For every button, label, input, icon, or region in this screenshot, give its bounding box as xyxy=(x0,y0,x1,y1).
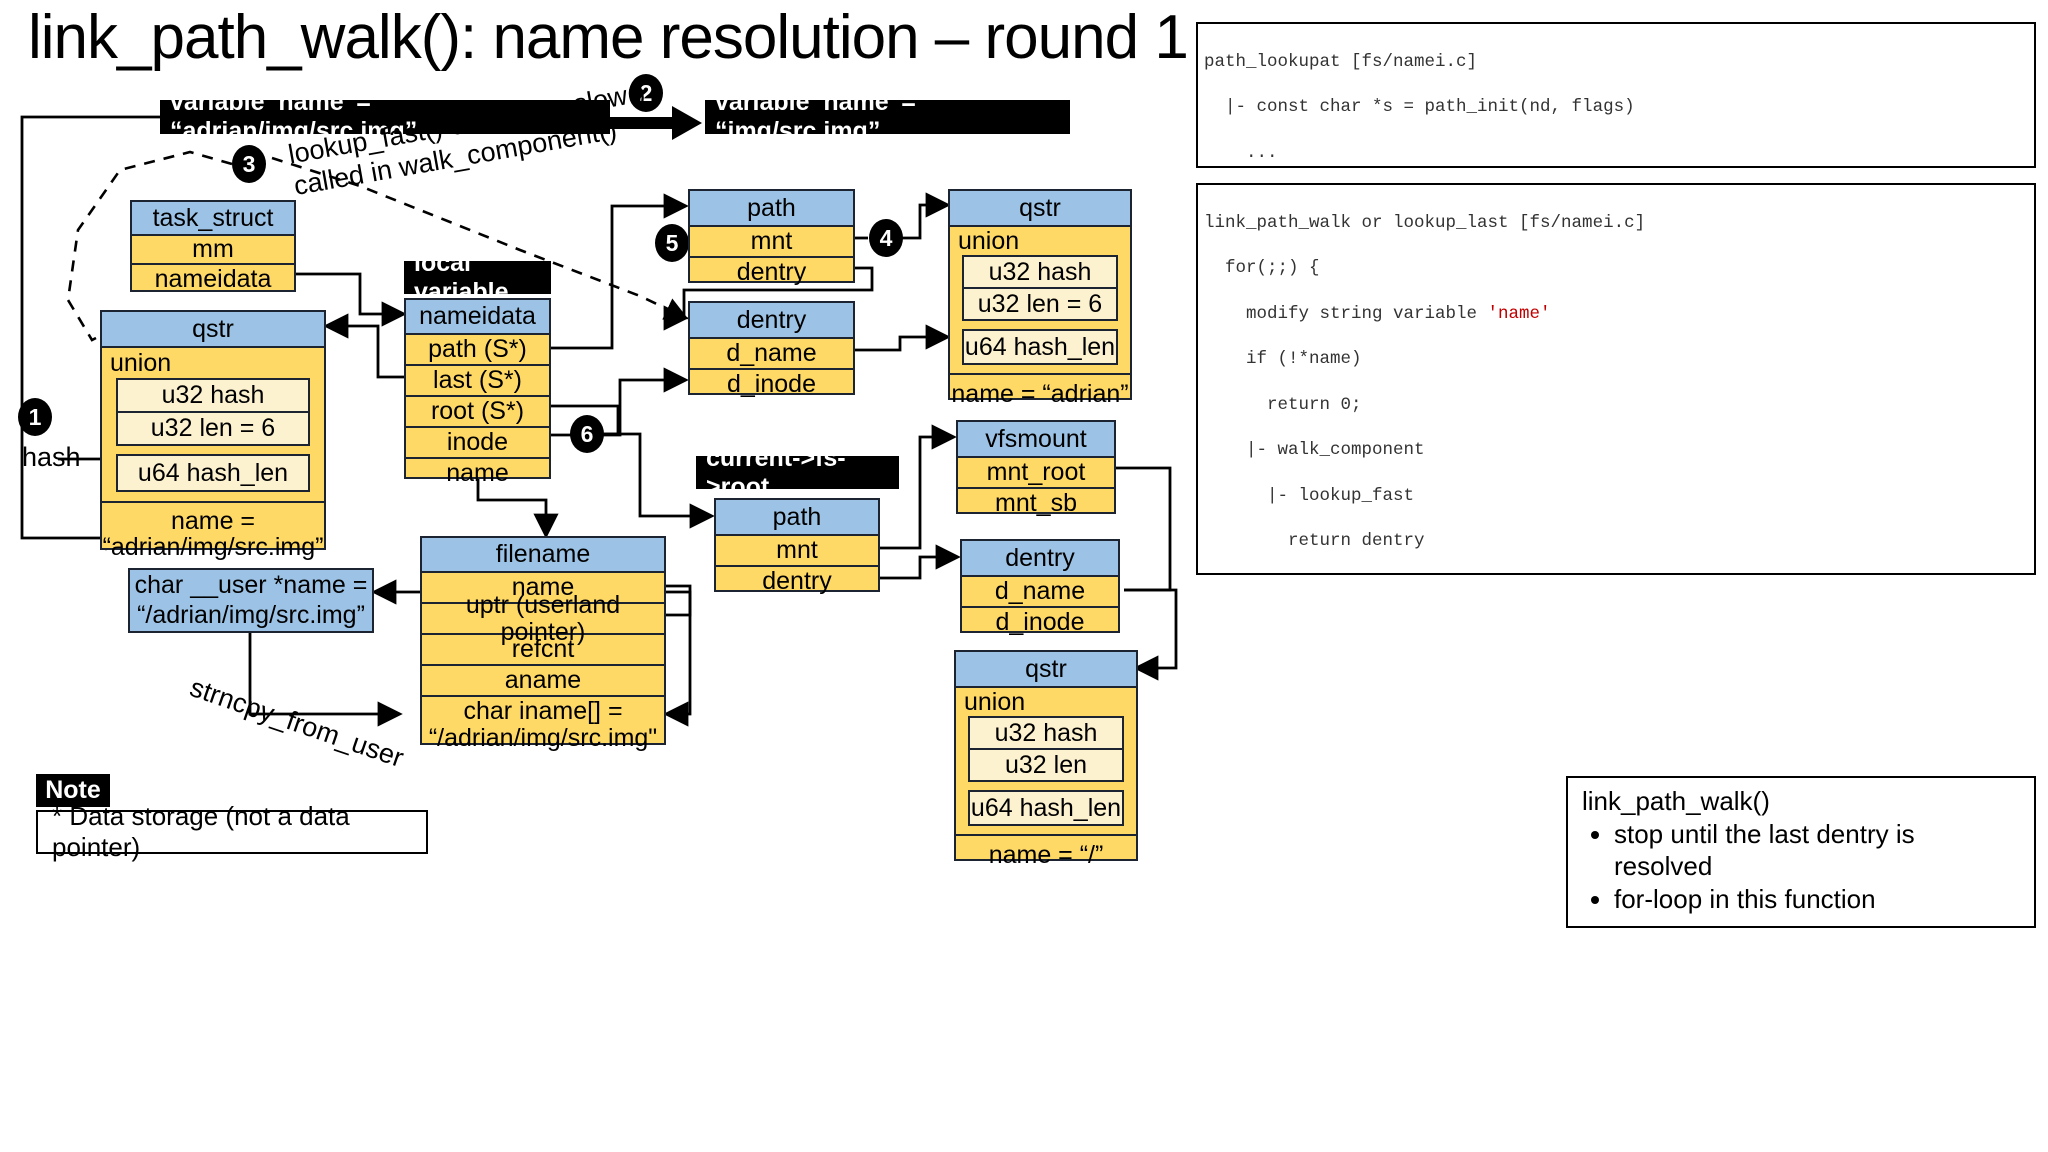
qstr-adrian-u32-hash: u32 hash xyxy=(962,255,1118,289)
dentry-top-row-dinode: d_inode xyxy=(727,369,816,398)
summary-box: link_path_walk() stop until the last den… xyxy=(1566,776,2036,928)
summary-heading: link_path_walk() xyxy=(1582,786,1770,816)
path-top-row-dentry: dentry xyxy=(736,257,807,286)
struct-qstr-root: qstr union u32 hash u32 len u64 hash_len… xyxy=(954,650,1138,869)
code1-line1: path_lookupat [fs/namei.c] xyxy=(1204,51,1478,72)
qstr-adrian-name: name = “adrian” xyxy=(950,373,1130,414)
struct-nameidata: nameidata path (S*) last (S*) root (S*) … xyxy=(404,298,551,487)
qstr-root-title: qstr xyxy=(956,652,1136,688)
code2-line4: if (!*name) xyxy=(1204,349,1362,370)
struct-qstr-adrian: qstr union u32 hash u32 len = 6 u64 hash… xyxy=(948,189,1132,408)
qstr-left-u64-hash-len: u64 hash_len xyxy=(116,454,310,492)
filename-row-name: name xyxy=(422,573,664,604)
struct-vfsmount: vfsmount mnt_root mnt_sb xyxy=(956,420,1116,517)
struct-filename: filename name uptr (userland pointer) re… xyxy=(420,536,666,751)
code2-line5: return 0; xyxy=(1204,394,1362,415)
path-root-row-dentry: dentry xyxy=(762,566,832,595)
filename-row-uptr: uptr (userland pointer) xyxy=(422,592,664,645)
qstr-left-title: qstr xyxy=(102,312,324,348)
filename-row-iname: char iname[] = “/adrian/img/src.img" xyxy=(428,697,658,752)
qstr-adrian-title: qstr xyxy=(950,191,1130,227)
step-4-marker: 4 xyxy=(869,219,903,257)
code-block-link-path-walk: link_path_walk or lookup_last [fs/namei.… xyxy=(1196,183,2036,575)
nameidata-row-root: root (S*) xyxy=(406,397,549,428)
note-text: * Data storage (not a data pointer) xyxy=(36,801,428,862)
qstr-root-u64-hash-len: u64 hash_len xyxy=(968,790,1124,826)
banner-name-after: variable ‘name’ = “img/src.img” xyxy=(705,88,1070,145)
qstr-left-name: name = “adrian/img/src.img” xyxy=(102,501,324,565)
filename-row-aname: aname xyxy=(422,666,664,697)
filename-title: filename xyxy=(422,538,664,573)
banner-current-fs-root: current->fs->root xyxy=(696,444,899,501)
vfsmount-row-mnt-root: mnt_root xyxy=(958,458,1114,489)
step-5-marker: 5 xyxy=(655,224,689,262)
code2-line8: return dentry xyxy=(1204,531,1425,552)
qstr-adrian-u32-len: u32 len = 6 xyxy=(962,289,1118,321)
dentry-top-title: dentry xyxy=(690,303,853,339)
struct-dentry-top: dentry d_name d_inode xyxy=(688,301,855,398)
vfsmount-title: vfsmount xyxy=(958,422,1114,458)
step-3-marker: 3 xyxy=(232,145,266,183)
struct-path-top: path mnt dentry xyxy=(688,189,855,286)
qstr-root-name: name = “/” xyxy=(956,834,1136,875)
nameidata-row-last: last (S*) xyxy=(406,366,549,397)
qstr-adrian-u64-hash-len: u64 hash_len xyxy=(962,329,1118,365)
struct-qstr-left: qstr union u32 hash u32 len = 6 u64 hash… xyxy=(100,310,326,560)
task-struct-row-mm: mm xyxy=(132,236,294,265)
task-struct-title: task_struct xyxy=(132,202,294,236)
dentry-root-row-dinode: d_inode xyxy=(995,607,1085,636)
code2-line3-prefix: modify string variable xyxy=(1204,303,1488,324)
filename-row-refcnt: refcnt xyxy=(422,635,664,666)
path-top-row-mnt: mnt xyxy=(690,227,853,258)
nameidata-row-path: path (S*) xyxy=(406,335,549,366)
code2-line7: |- lookup_fast xyxy=(1204,485,1415,506)
nameidata-row-inode: inode xyxy=(406,428,549,459)
vfsmount-row-mnt-sb: mnt_sb xyxy=(995,488,1077,517)
code2-line6: |- walk_component xyxy=(1204,440,1425,461)
nameidata-title: nameidata xyxy=(406,300,549,335)
hash-label: hash xyxy=(22,442,81,472)
struct-path-root: path mnt dentry xyxy=(714,498,880,595)
summary-bullet-1: stop until the last dentry is resolved xyxy=(1614,819,2020,882)
path-root-title: path xyxy=(716,500,878,536)
step-6-marker: 6 xyxy=(570,415,604,453)
qstr-left-union-label: union xyxy=(110,348,172,377)
code2-line1: link_path_walk or lookup_last [fs/namei.… xyxy=(1204,212,1646,233)
step-1-marker: 1 xyxy=(18,398,52,436)
dentry-root-row-dname: d_name xyxy=(962,577,1118,608)
banner-local-variable: local variable xyxy=(404,249,551,306)
step-2-marker: 2 xyxy=(629,74,663,112)
code-block-path-lookupat: path_lookupat [fs/namei.c] |- const char… xyxy=(1196,22,2036,168)
code1-line3: ... xyxy=(1204,142,1278,163)
qstr-adrian-union-label: union xyxy=(958,226,1020,255)
code2-line3-name: 'name' xyxy=(1487,303,1551,324)
code2-line2: for(;;) { xyxy=(1204,258,1320,279)
code1-line2: |- const char *s = path_init(nd, flags) xyxy=(1204,97,1635,118)
summary-bullet-2: for-loop in this function xyxy=(1614,884,2020,916)
box-char-user-name: char __user *name = “/adrian/img/src.img… xyxy=(128,568,374,633)
struct-dentry-root: dentry d_name d_inode xyxy=(960,539,1120,636)
qstr-left-u32-len: u32 len = 6 xyxy=(116,413,310,446)
nameidata-row-name: name xyxy=(446,459,509,488)
qstr-root-u32-len: u32 len xyxy=(968,750,1124,782)
note-label: Note xyxy=(36,774,110,807)
qstr-root-union-label: union xyxy=(964,687,1026,716)
dentry-root-title: dentry xyxy=(962,541,1118,577)
strncpy-label: strncpy_from_user xyxy=(186,672,408,774)
qstr-root-u32-hash: u32 hash xyxy=(968,716,1124,750)
qstr-left-u32-hash: u32 hash xyxy=(116,378,310,413)
struct-task-struct: task_struct mm nameidata xyxy=(130,200,296,292)
path-top-title: path xyxy=(690,191,853,227)
page-title: link_path_walk(): name resolution – roun… xyxy=(28,3,1189,72)
dentry-top-row-dname: d_name xyxy=(690,339,853,370)
task-struct-row-nameidata: nameidata xyxy=(154,264,272,293)
path-root-row-mnt: mnt xyxy=(716,536,878,567)
banner-name-before: variable ‘name’ = “adrian/img/src.img” xyxy=(160,88,610,145)
